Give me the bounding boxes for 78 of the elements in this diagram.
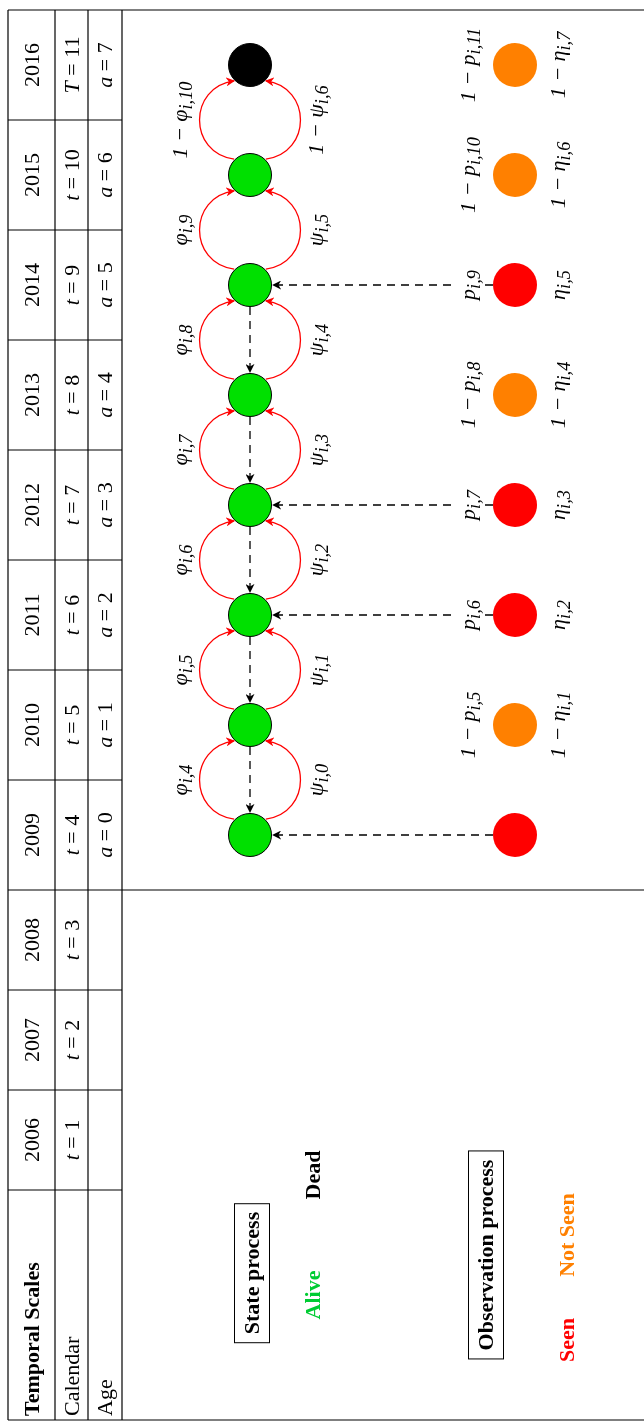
age-index: a = 5: [94, 262, 116, 308]
arrow: [245, 746, 255, 813]
legend-title: Observation process: [468, 1150, 504, 1360]
arrow: [198, 738, 236, 820]
age-index: a = 4: [94, 372, 116, 418]
arrow: [272, 830, 494, 840]
year-label: 2015: [20, 153, 43, 197]
observation-circle: [493, 483, 537, 527]
arrow: [264, 628, 302, 710]
time-index: t = 8: [60, 374, 83, 416]
arrow: [245, 416, 255, 483]
state-circle: [228, 703, 272, 747]
arrow: [272, 500, 494, 510]
age-index: a = 6: [94, 152, 116, 198]
arrow: [245, 636, 255, 703]
legend-text: Alive: [302, 1270, 324, 1320]
state-circle: [228, 43, 272, 87]
time-index: t = 6: [60, 594, 83, 636]
year-label: 2016: [20, 43, 43, 87]
state-circle: [228, 153, 272, 197]
legend-text: Seen: [556, 1318, 578, 1362]
legend-text: Dead: [302, 1150, 324, 1200]
year-label: 2011: [20, 593, 43, 637]
observation-circle: [493, 153, 537, 197]
age-index: a = 3: [94, 482, 116, 528]
time-index: T = 11: [60, 36, 83, 94]
time-index: t = 2: [60, 1019, 83, 1061]
time-index: t = 10: [60, 149, 83, 201]
row-header: Age: [94, 1379, 116, 1416]
observation-circle: [493, 593, 537, 637]
age-index: a = 7: [94, 42, 116, 88]
year-label: 2012: [20, 483, 43, 527]
legend-title: State process: [234, 1202, 270, 1344]
arrow: [272, 610, 494, 620]
age-index: a = 1: [94, 702, 116, 748]
time-index: t = 4: [60, 814, 83, 856]
arrow: [264, 78, 302, 160]
arrow: [264, 298, 302, 380]
year-label: 2010: [20, 703, 43, 747]
state-circle: [228, 813, 272, 857]
time-index: t = 9: [60, 264, 83, 306]
year-label: 2014: [20, 263, 43, 307]
arrow: [198, 628, 236, 710]
year-label: 2008: [20, 918, 43, 962]
observation-circle: [493, 263, 537, 307]
time-index: t = 7: [60, 484, 83, 526]
observation-circle: [493, 373, 537, 417]
age-index: a = 2: [94, 592, 116, 638]
legend-text: Not Seen: [556, 1193, 578, 1277]
table-header: Temporal Scales: [20, 1262, 43, 1416]
arrow: [198, 298, 236, 380]
state-circle: [228, 483, 272, 527]
state-circle: [228, 373, 272, 417]
arrow: [245, 526, 255, 593]
year-label: 2013: [20, 373, 43, 417]
arrow: [198, 188, 236, 270]
arrow: [198, 518, 236, 600]
time-index: t = 3: [60, 919, 83, 961]
arrow: [198, 78, 236, 160]
observation-circle: [493, 813, 537, 857]
arrow: [272, 280, 494, 290]
year-label: 2006: [20, 1118, 43, 1162]
observation-circle: [493, 703, 537, 747]
year-label: 2007: [20, 1018, 43, 1062]
observation-circle: [493, 43, 537, 87]
row-header: Calendar: [60, 1336, 83, 1416]
arrow: [264, 518, 302, 600]
arrow: [264, 408, 302, 490]
time-index: t = 1: [60, 1119, 83, 1161]
arrow: [198, 408, 236, 490]
arrow: [264, 738, 302, 820]
year-label: 2009: [20, 813, 43, 857]
age-index: a = 0: [94, 812, 116, 858]
time-index: t = 5: [60, 704, 83, 746]
arrow: [245, 306, 255, 373]
state-circle: [228, 593, 272, 637]
state-circle: [228, 263, 272, 307]
arrow: [264, 188, 302, 270]
